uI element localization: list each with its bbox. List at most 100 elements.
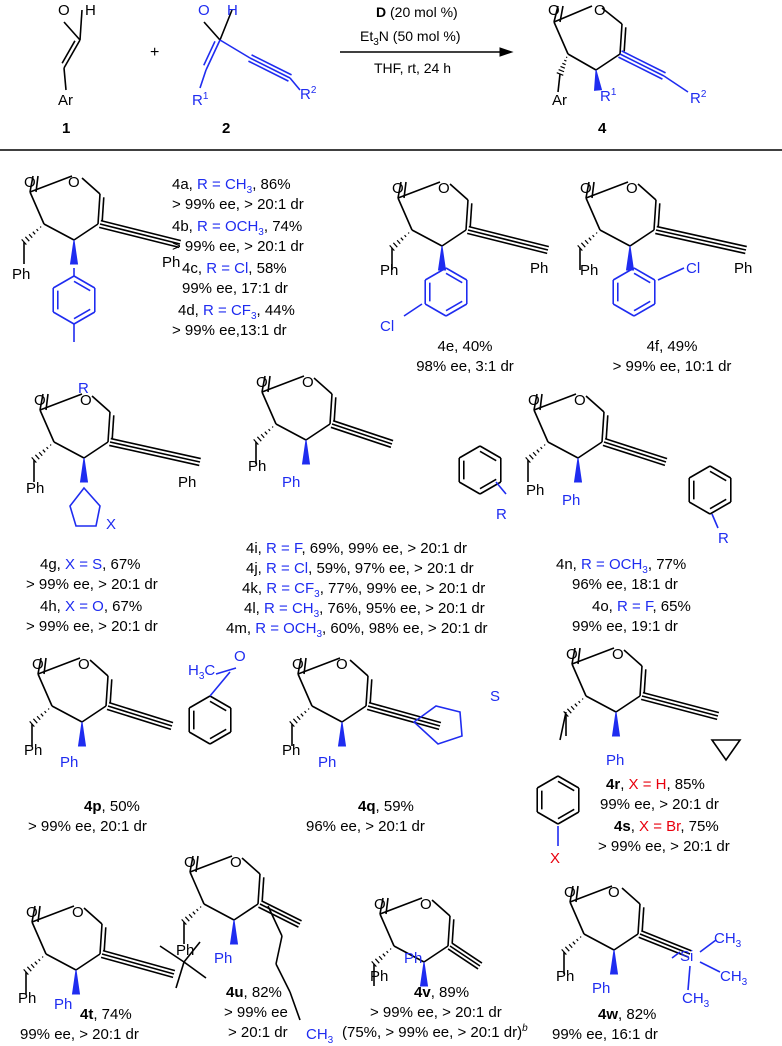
bond bbox=[264, 431, 268, 435]
atom-Cl: Cl bbox=[380, 318, 395, 335]
atom-O: O bbox=[566, 646, 578, 663]
atom-O: O bbox=[594, 2, 606, 19]
bond bbox=[79, 9, 83, 41]
entry-4s: 4s, X = Br, 75% bbox=[614, 818, 719, 835]
bond bbox=[109, 444, 200, 467]
bond bbox=[248, 60, 289, 82]
bond bbox=[585, 181, 590, 199]
entry-4u: 4u, 82% bbox=[226, 984, 282, 1001]
bond bbox=[258, 906, 299, 928]
bond bbox=[569, 885, 613, 903]
bond bbox=[31, 905, 36, 923]
bond bbox=[573, 457, 583, 483]
entry-4g-selectivity: > 99% ee, > 20:1 dr bbox=[26, 576, 158, 593]
bond bbox=[621, 50, 666, 74]
bond bbox=[81, 705, 107, 723]
bond bbox=[100, 219, 182, 242]
atom-O: O bbox=[184, 854, 196, 871]
bond bbox=[571, 647, 576, 665]
bond bbox=[382, 953, 386, 957]
entry-4q: 4q, 59% bbox=[358, 798, 414, 815]
bond bbox=[449, 945, 481, 967]
bond bbox=[465, 199, 469, 231]
atom-Ph: Ph bbox=[248, 458, 267, 475]
bond bbox=[393, 945, 425, 963]
bond bbox=[209, 700, 227, 712]
bond bbox=[175, 961, 185, 989]
bond bbox=[101, 953, 175, 975]
bond bbox=[533, 393, 577, 411]
bond bbox=[366, 708, 440, 731]
bond bbox=[241, 857, 261, 875]
bond bbox=[400, 237, 404, 241]
bond bbox=[261, 375, 266, 393]
bond bbox=[536, 449, 540, 453]
bond bbox=[536, 811, 559, 825]
atom-Ph: Ph bbox=[370, 968, 389, 985]
bond bbox=[36, 715, 41, 721]
bond bbox=[34, 961, 38, 965]
bond bbox=[557, 811, 580, 825]
bond bbox=[69, 239, 79, 265]
entry-4h-selectivity: > 99% ee, > 20:1 dr bbox=[26, 618, 158, 635]
substituent-R2: R2 bbox=[300, 85, 317, 104]
entry-4c: 4c, R = Cl, 58% bbox=[182, 260, 287, 277]
bond bbox=[45, 953, 77, 971]
bond bbox=[219, 9, 233, 41]
entry-4t: 4t, 74% bbox=[80, 1006, 132, 1023]
bond bbox=[657, 267, 685, 281]
bond bbox=[305, 423, 331, 441]
bond bbox=[110, 437, 201, 460]
bond bbox=[311, 705, 343, 723]
entry-4a-selectivity: > 99% ee, > 20:1 dr bbox=[172, 196, 304, 213]
atom-Ph: Ph bbox=[556, 968, 575, 985]
bond bbox=[73, 223, 99, 241]
atom-Ph: Ph bbox=[282, 474, 301, 491]
bond bbox=[261, 391, 277, 425]
bond bbox=[663, 75, 689, 93]
conditions-label: THF, rt, 24 h bbox=[374, 60, 452, 76]
bond bbox=[271, 426, 274, 428]
bond bbox=[31, 921, 47, 955]
bond bbox=[419, 961, 429, 987]
bond bbox=[379, 897, 423, 915]
entry-4g: 4g, X = S, 67% bbox=[40, 556, 141, 573]
bond bbox=[267, 905, 283, 937]
compound-2-label: 2 bbox=[222, 120, 231, 137]
bond bbox=[641, 695, 719, 717]
bond bbox=[699, 939, 717, 953]
bond bbox=[553, 21, 569, 55]
bond bbox=[638, 936, 689, 958]
entry-4n: 4n, R = OCH3, 77% bbox=[556, 556, 687, 576]
bond bbox=[407, 232, 410, 234]
bond bbox=[637, 183, 657, 201]
bond bbox=[38, 958, 41, 962]
bond bbox=[36, 228, 39, 232]
bond bbox=[349, 659, 369, 677]
atom-Cl: Cl bbox=[686, 260, 701, 277]
bond bbox=[109, 441, 201, 463]
bond bbox=[29, 191, 45, 225]
bond bbox=[564, 946, 570, 952]
bond bbox=[623, 649, 643, 667]
bond bbox=[593, 69, 603, 91]
base-label: Et3N (50 mol %) bbox=[360, 28, 461, 48]
bond bbox=[63, 67, 67, 91]
bond bbox=[623, 27, 627, 52]
bond bbox=[378, 955, 383, 961]
bond bbox=[301, 439, 311, 465]
bond bbox=[189, 871, 205, 905]
bond bbox=[337, 721, 347, 747]
bond bbox=[533, 393, 538, 411]
bond bbox=[612, 303, 635, 317]
bond bbox=[91, 395, 111, 413]
atom-O: O bbox=[80, 392, 92, 409]
atom-Ph: Ph bbox=[24, 742, 43, 759]
atom-Ph: Ph bbox=[18, 990, 37, 1007]
bond bbox=[633, 300, 651, 312]
entry-4b: 4b, R = OCH3, 74% bbox=[172, 218, 303, 238]
entry-4n-selectivity: 96% ee, 18:1 dr bbox=[572, 576, 678, 593]
methoxy-group: H3C bbox=[188, 662, 216, 682]
atom-Ph: Ph bbox=[734, 260, 753, 277]
atom-Ph: Ph bbox=[562, 492, 581, 509]
